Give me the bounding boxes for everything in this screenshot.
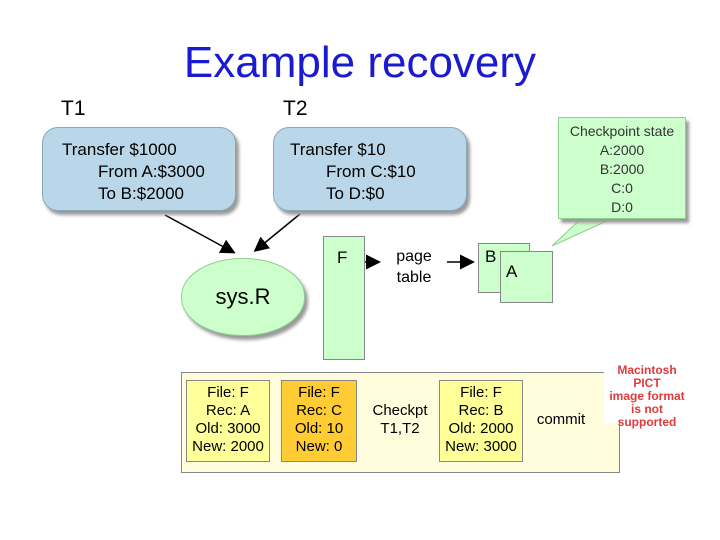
rec-b-rec: Rec: B [458, 402, 504, 419]
checkpoint-d: D:0 [611, 199, 633, 215]
arrow-t1-to-sysr [164, 214, 236, 254]
page-b-label: B [485, 247, 497, 266]
rec-a-new: New: 2000 [192, 438, 264, 455]
t2-line-3: To D:$0 [326, 184, 385, 203]
page-title: Example recovery [183, 38, 537, 87]
rec-c-old: Old: 10 [294, 420, 344, 437]
t2-transaction-box: Transfer $10 From C:$10 To D:$0 [273, 127, 467, 211]
page-a-box: A [500, 251, 553, 303]
rec-a-file: File: F [207, 384, 249, 401]
rec-a-rec: Rec: A [205, 402, 251, 419]
rec-c-new: New: 0 [295, 438, 343, 455]
rec-c-file: File: F [298, 384, 340, 401]
t1-label: T1 [61, 97, 86, 120]
page-a-label: A [506, 262, 518, 281]
checkpoint-state-callout: Checkpoint state A:2000 B:2000 C:0 D:0 [558, 117, 686, 219]
log-record-c: File: F Rec: C Old: 10 New: 0 [281, 380, 357, 462]
pict-line-1: Macintosh PICT [617, 363, 677, 390]
checkpoint-a: A:2000 [599, 142, 645, 158]
arrow-t2-to-sysr [253, 213, 301, 252]
t2-line-1: Transfer $10 [290, 140, 386, 159]
pict-unsupported-notice: Macintosh PICT image format is not suppo… [604, 361, 690, 429]
t1-line-3: To B:$2000 [98, 184, 185, 203]
t1-transaction-box: Transfer $1000 From A:$3000 To B:$2000 [42, 127, 236, 211]
log-checkpoint-record: Checkpt T1,T2 [366, 402, 434, 438]
checkpoint-c: C:0 [611, 180, 633, 196]
rec-a-old: Old: 3000 [195, 420, 261, 437]
checkpt-label: Checkpt [372, 402, 428, 419]
t2-label: T2 [283, 97, 308, 120]
page-table-label: page table [384, 246, 444, 288]
checkpt-txns: T1,T2 [380, 420, 420, 437]
file-f-column: F [323, 236, 365, 360]
file-f-label: F [337, 248, 348, 267]
rec-c-rec: Rec: C [296, 402, 342, 419]
t1-line-1: Transfer $1000 [62, 140, 177, 159]
rec-b-file: File: F [460, 384, 502, 401]
rec-b-old: Old: 2000 [448, 420, 514, 437]
t1-line-2: From A:$3000 [98, 162, 205, 181]
t2-line-2: From C:$10 [326, 162, 416, 181]
sysr-ellipse: sys.R [181, 258, 305, 336]
log-record-b: File: F Rec: B Old: 2000 New: 3000 [439, 380, 523, 462]
page-table-line-1: page [396, 248, 432, 265]
checkpoint-title: Checkpoint state [569, 123, 675, 139]
rec-b-new: New: 3000 [445, 438, 517, 455]
pict-line-2: image format [609, 389, 685, 403]
log-commit-record: commit [536, 411, 586, 428]
pict-line-3: is not supported [617, 402, 677, 429]
log-record-a: File: F Rec: A Old: 3000 New: 2000 [186, 380, 270, 462]
page-table-line-2: table [396, 269, 432, 286]
checkpoint-b: B:2000 [599, 161, 645, 177]
